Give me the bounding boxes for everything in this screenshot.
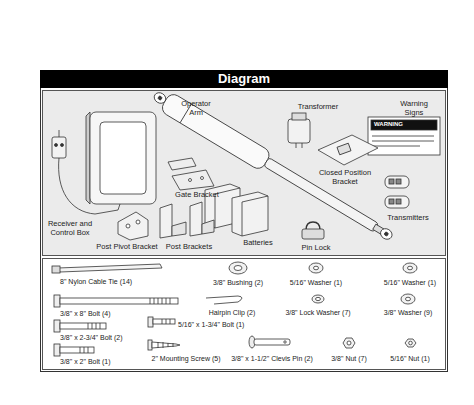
part-label: Closed Position Bracket: [314, 168, 376, 186]
part-label: Hairpin Clip (2): [192, 308, 272, 317]
part-label: 5/16" x 1-3/4" Bolt (1): [178, 320, 244, 329]
part-label: 3/8" x 2-3/4" Bolt (2): [60, 333, 123, 342]
part-label: Receiver and Control Box: [44, 219, 96, 237]
part-label: 5/16" Washer (1): [281, 278, 351, 287]
part-label: 3/8" Washer (9): [373, 308, 443, 317]
part-label: 8" Nylon Cable Tie (14): [60, 277, 132, 286]
part-label: 5/16" Nut (1): [380, 354, 440, 363]
part-label: 3/8" x 2" Bolt (1): [60, 357, 111, 366]
part-label: 3/8" x 8" Bolt (4): [60, 309, 111, 318]
part-label: Gate Bracket: [167, 190, 227, 199]
part-label: Post Brackets: [162, 242, 216, 251]
sign-heading: WARNING: [374, 121, 403, 128]
part-label: 3/8" Bushing (2): [198, 278, 278, 287]
part-label: Transmitters: [378, 213, 438, 222]
part-label: Operator Arm: [176, 99, 216, 117]
part-label: 3/8" x 1-1/2" Clevis Pin (2): [222, 354, 322, 363]
part-label: 5/16" Washer (1): [375, 278, 445, 287]
part-label: Warning Signs: [394, 99, 434, 117]
part-label: Pin Lock: [296, 243, 336, 252]
part-label: 3/8" Lock Washer (7): [278, 308, 358, 317]
part-label: Post Pivot Bracket: [92, 242, 162, 251]
part-label: Batteries: [233, 238, 283, 247]
part-label: 2" Mounting Screw (5): [141, 354, 231, 363]
part-label: Transformer: [288, 102, 348, 111]
part-label: 3/8" Nut (7): [324, 354, 374, 363]
header-title: Diagram: [40, 70, 448, 88]
